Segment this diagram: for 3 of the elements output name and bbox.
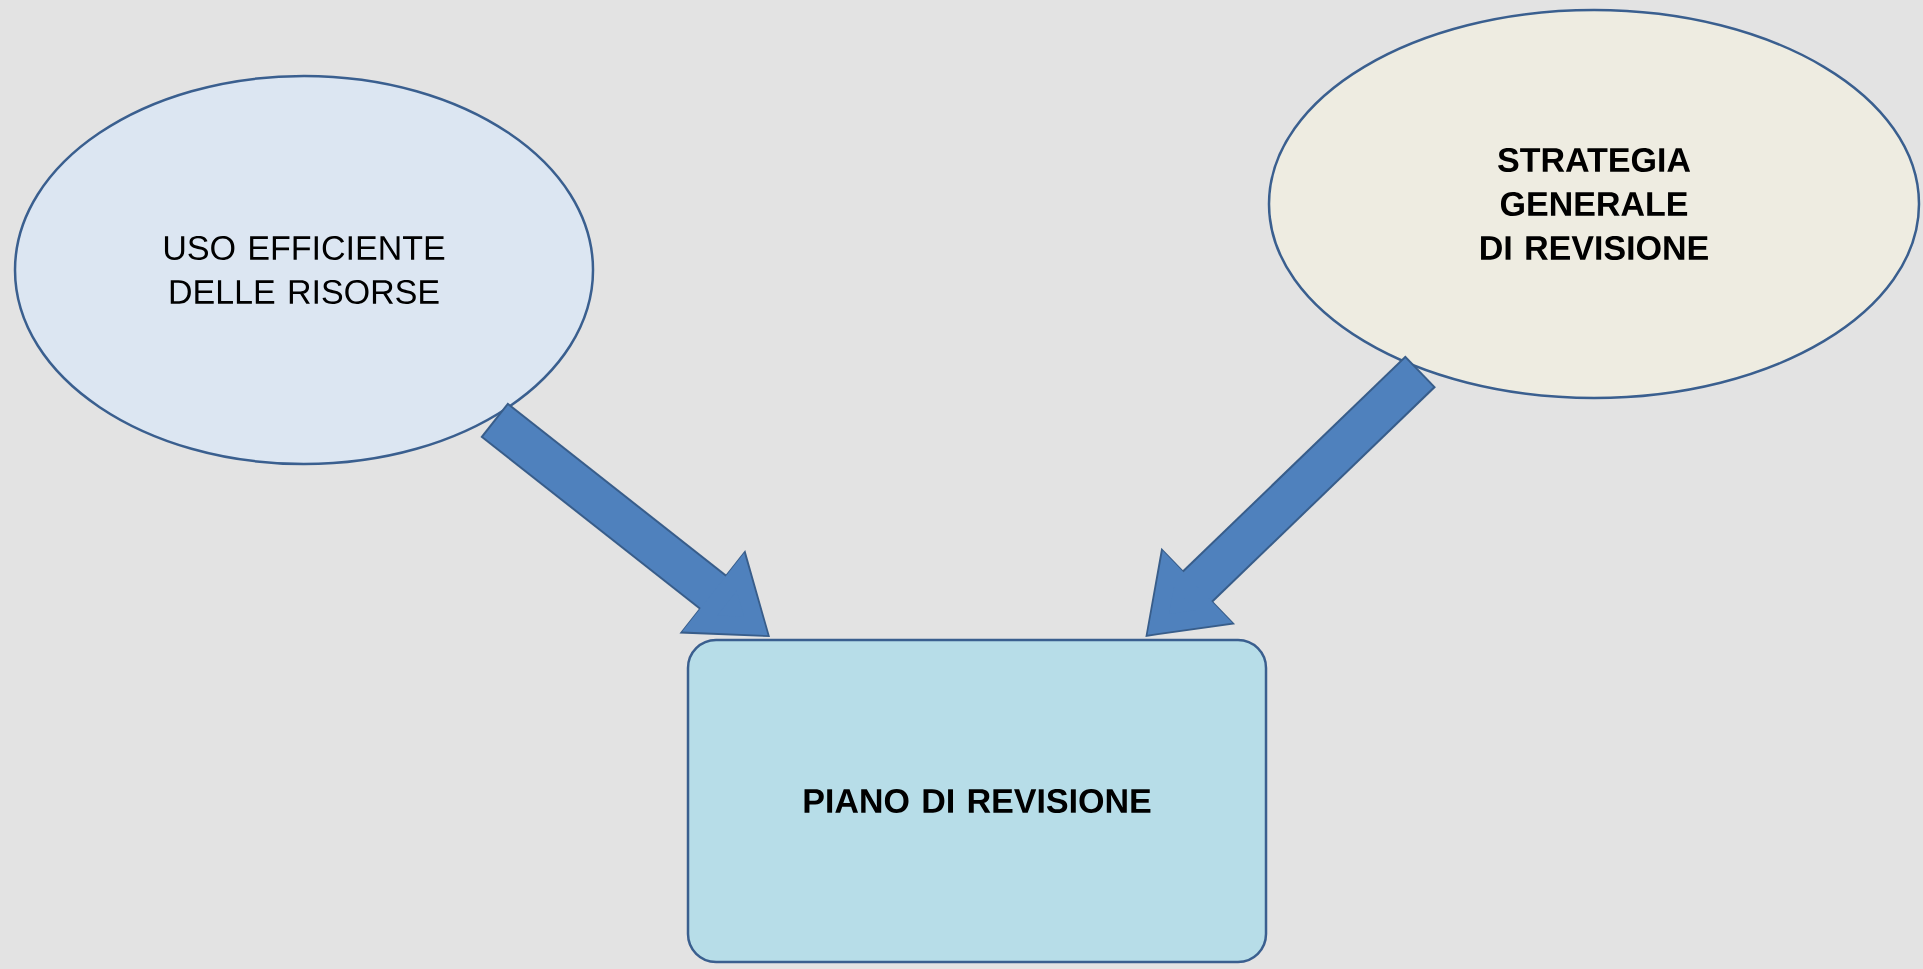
ellipse-bubble: STRATEGIA GENERALE DI REVISIONE [1267, 8, 1921, 400]
ellipse-bubble: USO EFFICIENTE DELLE RISORSE [13, 74, 595, 466]
rounded-box: PIANO DI REVISIONE [686, 638, 1268, 964]
